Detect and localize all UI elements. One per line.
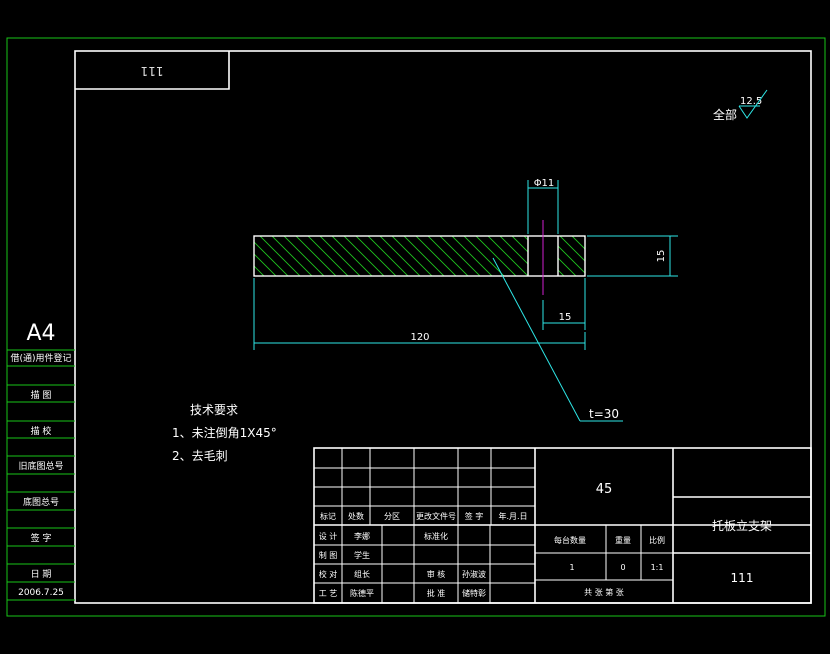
thickness-leader [492, 257, 623, 422]
part-name: 托板立支架 [712, 518, 772, 533]
revision-header: 处数 [348, 511, 364, 521]
side-row-label: 描 校 [31, 425, 52, 437]
surface-finish-label: 全部 [713, 107, 737, 122]
revision-header: 标记 [320, 511, 336, 521]
side-row-label: 底图总号 [23, 496, 59, 508]
sign-role: 制 图 [319, 550, 338, 560]
dimension-hole-diameter [527, 180, 559, 234]
revision-header: 更改文件号 [416, 511, 456, 521]
surface-finish-value: 12.5 [740, 96, 762, 107]
hole-offset-text: 15 [559, 312, 572, 323]
sign-role: 工 艺 [319, 589, 338, 598]
weight-value: 0 [620, 563, 625, 572]
tech-req-heading: 技术要求 [190, 403, 238, 417]
technical-requirements: 技术要求 1、未注倒角1X45° 2、去毛刺 [172, 403, 277, 463]
sign-name: 储特彰 [462, 588, 486, 598]
sign-role: 审 核 [427, 569, 446, 579]
paper-size-label: A4 [26, 321, 55, 346]
revision-header: 分区 [384, 512, 400, 521]
surface-finish-symbol: 全部 12.5 [713, 89, 768, 122]
sign-role: 批 准 [427, 588, 446, 598]
part-view [253, 220, 586, 295]
side-row-label: 签 字 [31, 532, 52, 544]
side-row-label: 旧底图总号 [18, 460, 63, 472]
qty-header: 每台数量 [554, 535, 586, 545]
side-row-label: 借(通)用件登记 [10, 352, 71, 364]
revision-header: 年.月.日 [498, 511, 527, 521]
sheet-note: 共 张 第 张 [584, 587, 624, 597]
length-dimension-text: 120 [410, 332, 429, 343]
thickness-note: t=30 [589, 407, 619, 421]
sign-name: 组长 [354, 569, 370, 579]
tech-req-item-1: 1、未注倒角1X45° [172, 425, 277, 440]
qty-value: 1 [569, 563, 574, 572]
drawing-number-box: 111 [75, 51, 230, 90]
drawing-number: 111 [731, 571, 754, 585]
side-row-label: 描 图 [31, 389, 52, 401]
sign-role: 校 对 [319, 569, 338, 579]
material-value: 45 [596, 482, 613, 497]
revision-header: 签 字 [465, 511, 484, 521]
side-panel: A4 借(通)用件登记 描 图 描 校 旧底图总号 底图总号 签 字 日 期 [7, 321, 75, 601]
weight-header: 重量 [615, 535, 631, 545]
tech-req-item-2: 2、去毛刺 [172, 449, 228, 463]
sign-name: 学生 [354, 550, 370, 560]
drawing-number-top: 111 [141, 64, 164, 78]
side-row-label: 日 期 [31, 569, 52, 580]
dimension-hole-offset [542, 278, 586, 330]
dimension-height [587, 235, 678, 277]
title-block: 标记 处数 分区 更改文件号 签 字 年.月.日 设 计 李娜 标准化 制 图 … [313, 447, 812, 604]
side-date: 2006.7.25 [18, 588, 64, 598]
hole-diameter-text: Φ11 [534, 178, 555, 189]
sign-name: 陈德平 [350, 588, 374, 598]
height-dimension-text: 15 [656, 250, 667, 263]
sign-role: 设 计 [319, 531, 338, 541]
dimension-length [253, 278, 586, 350]
scale-header: 比例 [649, 535, 665, 545]
sign-role: 标准化 [424, 531, 448, 541]
sign-name: 李娜 [354, 531, 370, 541]
outer-border [6, 37, 826, 617]
sign-name: 孙淑波 [462, 569, 486, 579]
scale-value: 1:1 [651, 563, 664, 572]
